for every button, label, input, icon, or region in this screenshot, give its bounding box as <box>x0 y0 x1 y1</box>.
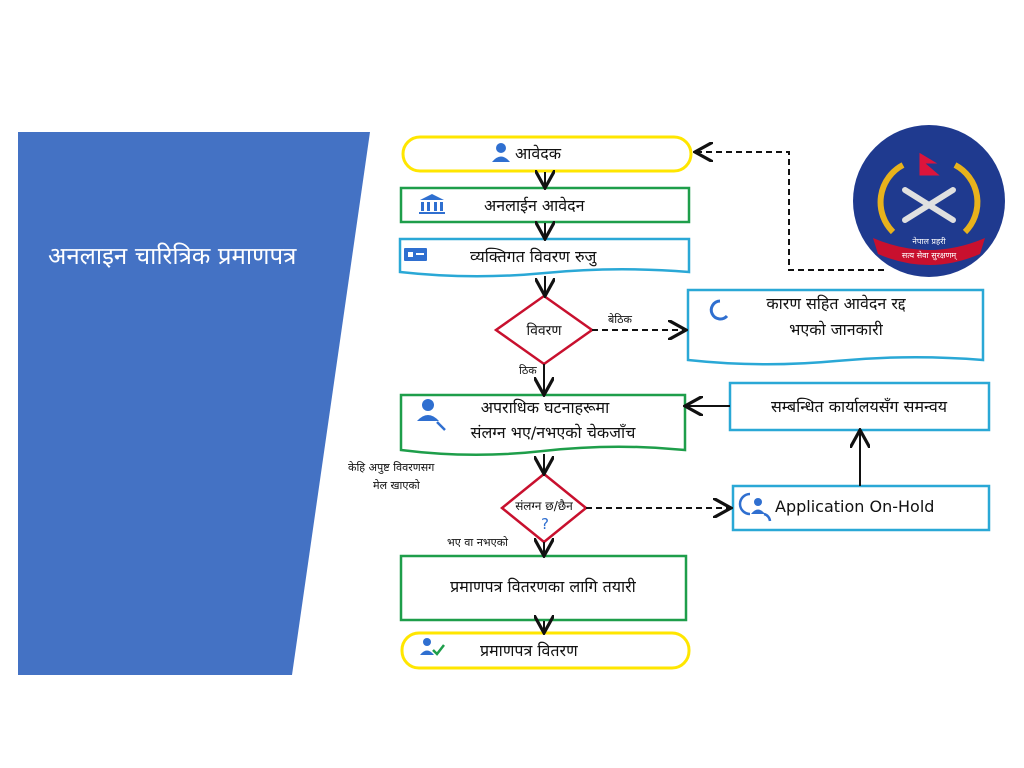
logo-ribbon <box>873 238 985 265</box>
logo-text-top: नेपाल प्रहरी <box>912 236 946 246</box>
on-hold-node: Application On-Hold <box>731 484 991 532</box>
personal-details-node: व्यक्तिगत विवरण रुजु <box>398 237 691 278</box>
criminal-check-node: अपराधिक घटनाहरूमा संलग्न भए/नभएको चेकजाँ… <box>399 393 687 456</box>
either-case-label: भए वा नभएको <box>447 536 508 549</box>
rejection-node: कारण सहित आवेदन रद्द भएको जानकारी <box>686 288 985 366</box>
details-decision: विवरण <box>493 294 595 366</box>
unverified-note-line1: केहि अपुष्ट विवरणसग <box>348 461 435 474</box>
crossed-khukuri-icon <box>902 187 956 223</box>
wrong-label: बेठिक <box>608 313 633 326</box>
rejection-line1: कारण सहित आवेदन रद्द <box>766 294 906 313</box>
involved-decision: संलग्न छ/छैन ? <box>500 472 588 544</box>
slide-title: अनलाइन चारित्रिक प्रमाणपत्र <box>48 242 297 270</box>
details-decision-label: विवरण <box>526 322 562 339</box>
applicant-node: आवेदक <box>401 135 693 173</box>
id-card-icon <box>404 248 427 261</box>
distribution-node: प्रमाणपत्र वितरण <box>400 631 691 670</box>
criminal-check-line2: संलग्न भए/नभएको चेकजाँच <box>471 423 637 442</box>
rejection-line2: भएको जानकारी <box>789 320 883 339</box>
distribution-label: प्रमाणपत्र वितरण <box>480 641 578 660</box>
person-check-icon <box>420 638 445 656</box>
connectors <box>544 152 884 631</box>
correct-label: ठिक <box>519 364 537 377</box>
coordination-node: सम्बन्धित कार्यालयसँग समन्वय <box>728 381 991 432</box>
personal-details-label: व्यक्तिगत विवरण रुजु <box>470 247 598 267</box>
nepal-flag-icon <box>918 151 943 177</box>
preparation-node: प्रमाणपत्र वितरणका लागि तयारी <box>399 554 688 622</box>
person-search-icon <box>417 399 446 431</box>
coordination-label: सम्बन्धित कार्यालयसँग समन्वय <box>771 397 948 416</box>
question-mark: ? <box>541 515 549 533</box>
bank-icon <box>419 194 445 214</box>
person-hold-icon <box>738 492 772 522</box>
nepal-police-logo: नेपाल प्रहरी सत्य सेवा सुरक्षणम् <box>853 125 1005 277</box>
person-icon <box>492 143 510 162</box>
logo-text-bottom: सत्य सेवा सुरक्षणम् <box>902 250 958 261</box>
online-application-node: अनलाईन आवेदन <box>399 186 691 224</box>
on-hold-label: Application On-Hold <box>775 497 934 516</box>
laurel-wreath-icon <box>877 162 981 235</box>
preparation-label: प्रमाणपत्र वितरणका लागि तयारी <box>450 577 636 596</box>
unverified-note-line2: मेल खाएको <box>373 479 420 492</box>
involved-decision-label: संलग्न छ/छैन <box>515 499 573 513</box>
refresh-icon <box>709 299 729 321</box>
applicant-label: आवेदक <box>515 144 562 163</box>
criminal-check-line1: अपराधिक घटनाहरूमा <box>481 398 610 417</box>
online-application-label: अनलाईन आवेदन <box>484 196 586 215</box>
